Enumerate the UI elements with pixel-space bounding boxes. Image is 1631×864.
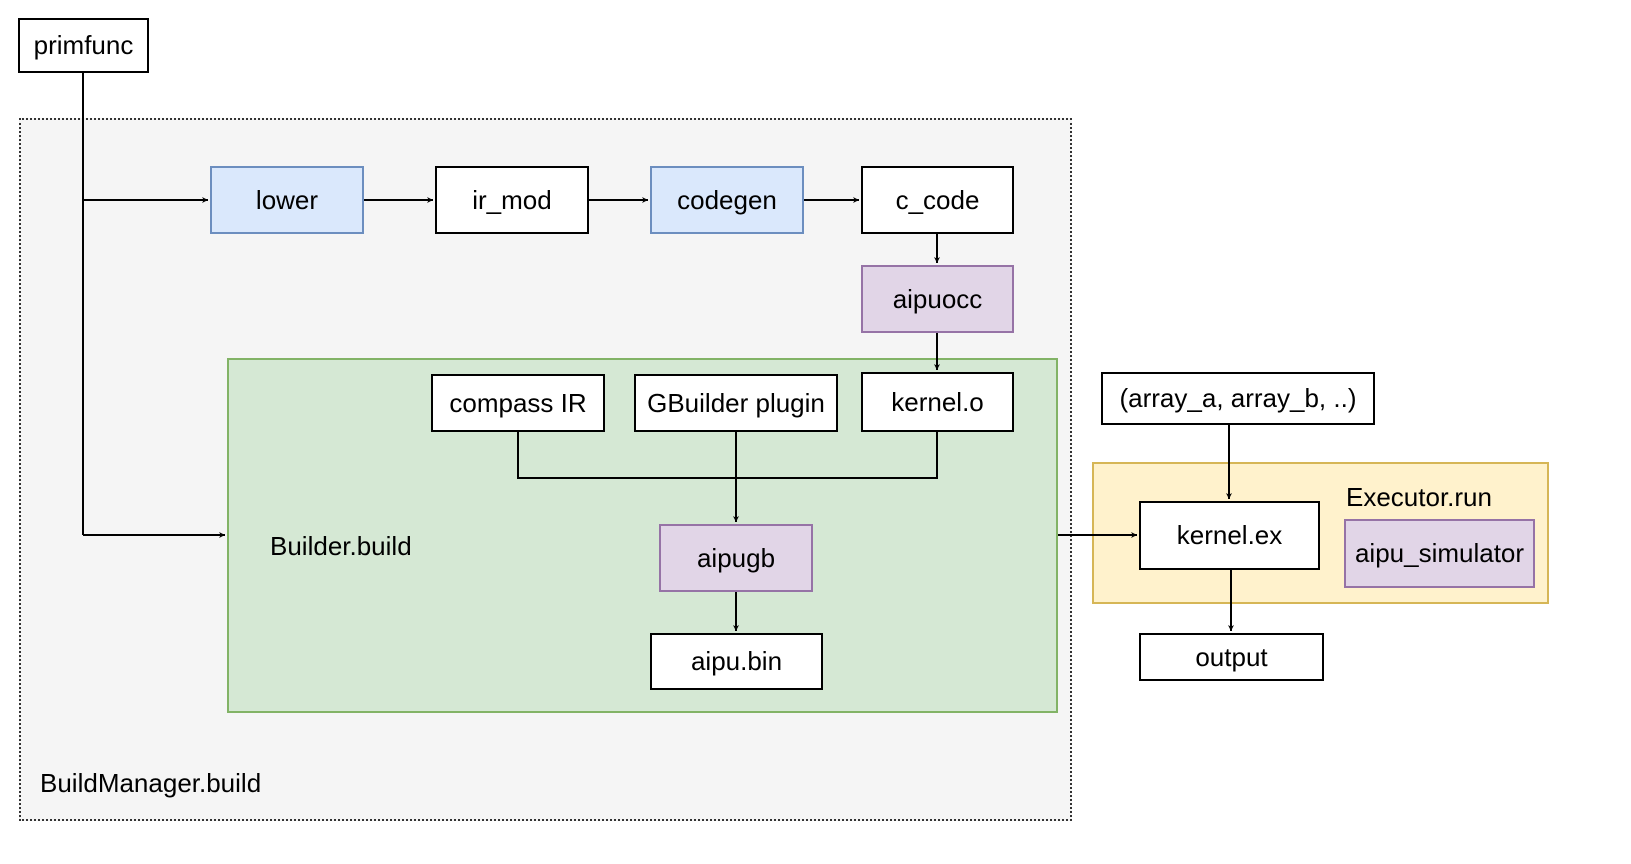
aipu-simulator-node: aipu_simulator [1344,519,1535,588]
executor-label: Executor.run [1346,482,1492,512]
codegen-node: codegen [650,166,804,234]
c-code-node: c_code [861,166,1014,234]
kernel-o-node: kernel.o [861,372,1014,432]
aipu-bin-node: aipu.bin [650,633,823,690]
build-manager-label: BuildManager.build [40,768,262,798]
builder-label: Builder.build [270,531,412,561]
args-node: (array_a, array_b, ..) [1101,372,1375,425]
edge-compassir-merge [517,432,938,479]
lower-node: lower [210,166,364,234]
ir-mod-node: ir_mod [435,166,589,234]
aipugb-node: aipugb [659,524,813,592]
primfunc-node: primfunc [18,18,149,73]
aipuocc-node: aipuocc [861,265,1014,333]
kernel-ex-node: kernel.ex [1139,501,1320,570]
gbuilder-plugin-node: GBuilder plugin [634,374,838,432]
output-node: output [1139,633,1324,681]
compass-ir-node: compass IR [431,374,605,432]
